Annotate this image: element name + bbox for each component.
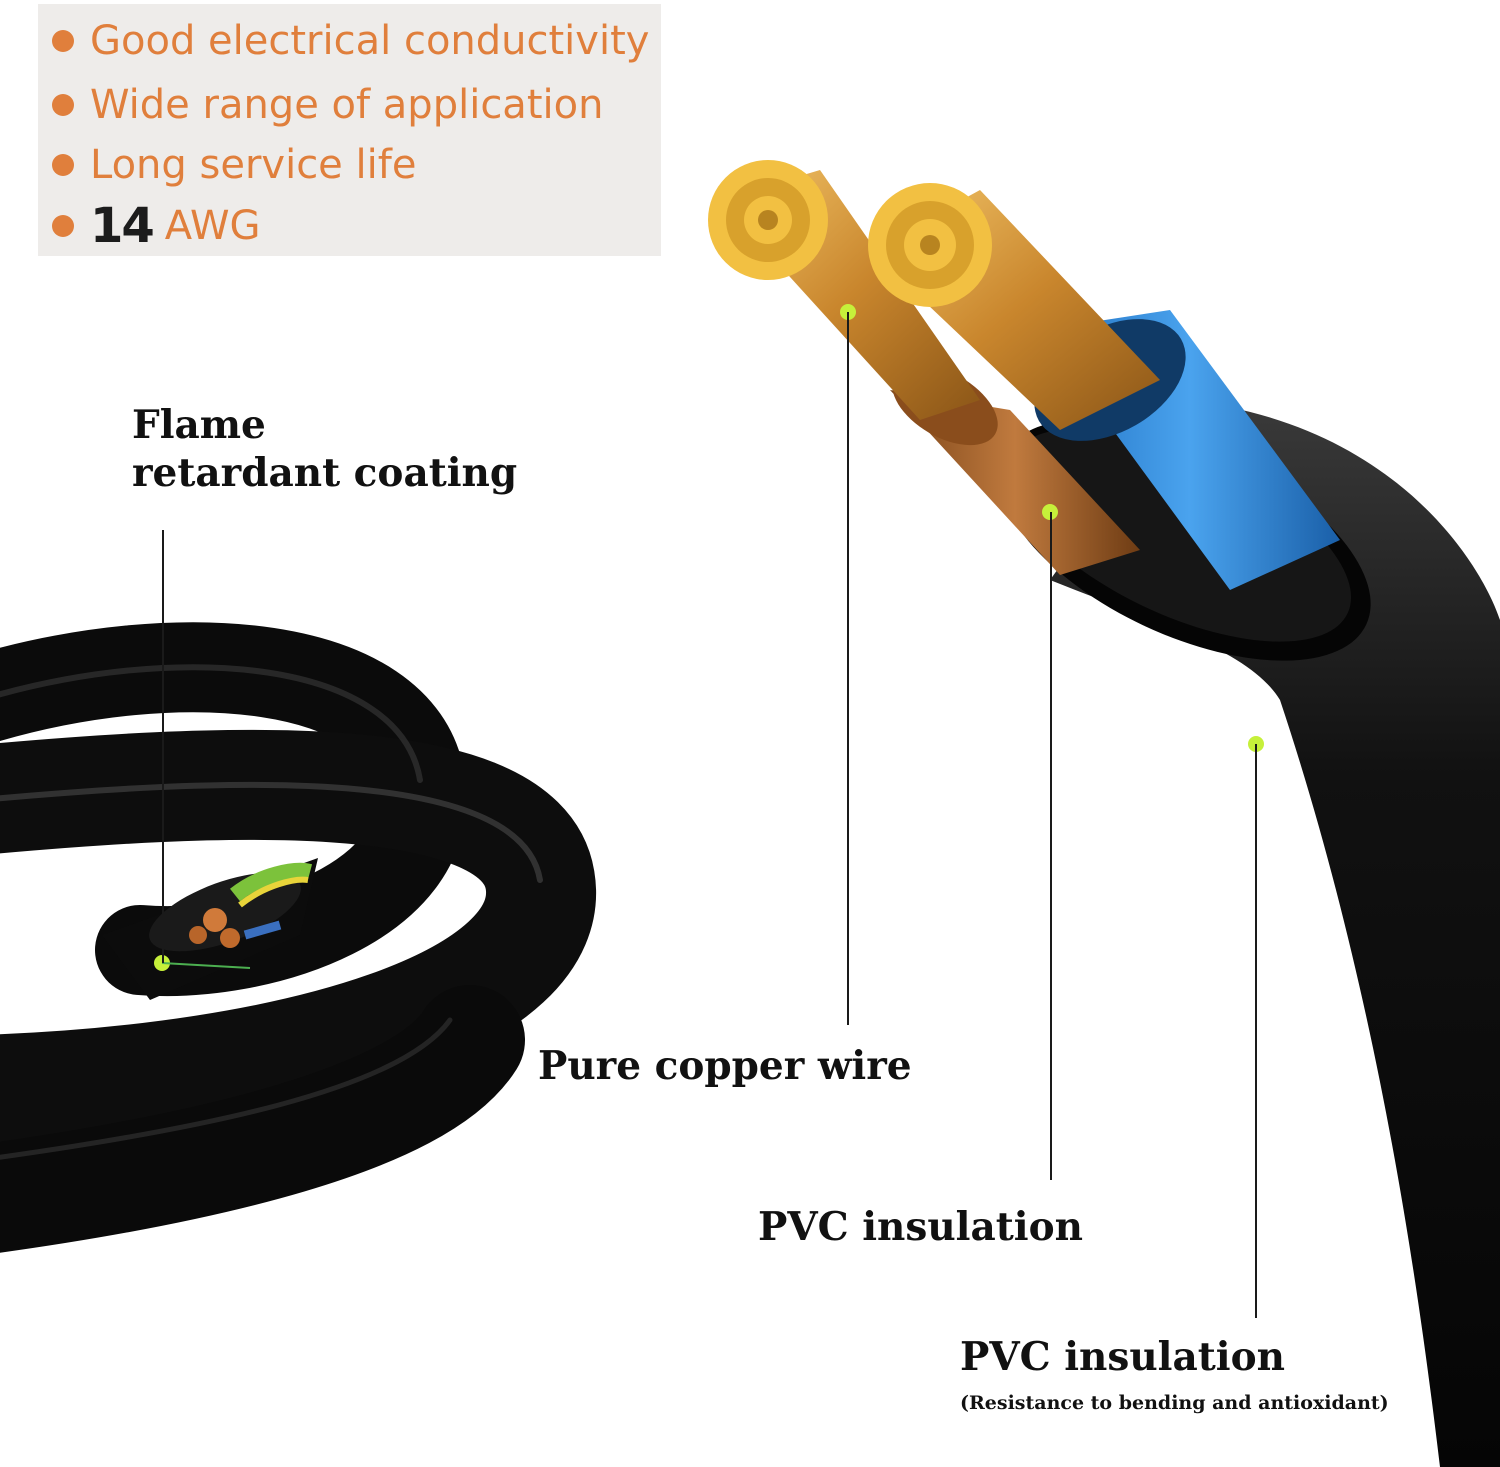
copper-strands-right <box>868 183 1160 430</box>
feature-text: Long service life <box>90 142 417 188</box>
copper-strands-left <box>708 160 980 420</box>
leader-line-pvc-outer <box>1255 744 1257 1318</box>
feature-item-awg: 14 AWG <box>52 198 261 254</box>
feature-item: Good electrical conductivity <box>52 18 649 64</box>
leader-line-copper <box>847 312 849 1025</box>
bullet-dot-icon <box>52 94 74 116</box>
copper-wire-label: Pure copper wire <box>538 1043 912 1089</box>
feature-text: Wide range of application <box>90 82 604 128</box>
feature-item: Wide range of application <box>52 82 603 128</box>
awg-number: 14 <box>90 198 155 254</box>
leader-line-pvc-inner <box>1050 512 1052 1180</box>
pvc-inner-label: PVC insulation <box>758 1204 1083 1250</box>
feature-text: Good electrical conductivity <box>90 18 650 64</box>
awg-unit: AWG <box>164 203 261 249</box>
bullet-dot-icon <box>52 30 74 52</box>
bullet-dot-icon <box>52 215 74 237</box>
pvc-outer-label: PVC insulation <box>960 1334 1285 1380</box>
feature-item: Long service life <box>52 142 416 188</box>
pvc-outer-note: (Resistance to bending and antioxidant) <box>960 1392 1389 1414</box>
flame-label-line1: Flame <box>132 402 266 448</box>
leader-line-flame <box>162 530 164 963</box>
main-cable <box>999 400 1500 1467</box>
feature-list: Good electrical conductivity Wide range … <box>38 4 661 256</box>
flame-label-line2: retardant coating <box>132 450 518 496</box>
bullet-dot-icon <box>52 154 74 176</box>
